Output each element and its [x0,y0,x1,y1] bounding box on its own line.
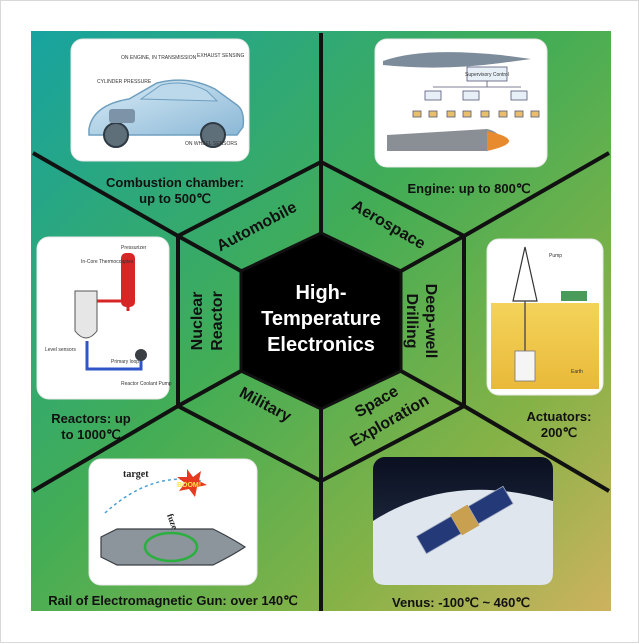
gun-label-boom: BOOM! [177,482,201,489]
reactor-label-primary-loop: Primary loop [111,359,139,365]
jet-engine-icon [387,129,499,151]
spoke-lower-right [400,369,465,408]
caption-railgun: Rail of Electromagnetic Gun: over 140℃ [48,593,297,608]
car-engine-icon [109,109,135,123]
earth-layer [491,303,599,389]
reactor-label-level: Level sensors [45,347,76,353]
caption-automobile-line1: Combustion chamber: [106,175,244,190]
trajectory-icon [104,478,202,514]
aircraft-icon [383,52,531,68]
divider-upper-left [32,151,179,238]
reactor-image: Pressurizer In-Core Thermocouples Primar… [36,236,172,400]
venus-image [373,457,553,585]
reactor-label-pump: Reactor Coolant Pump [121,381,172,387]
truck-icon [561,291,587,301]
caption-aerospace: Engine: up to 800℃ [408,181,531,196]
drilling-image: Pump Earth [486,238,604,396]
caption-actuators-line2: 200℃ [541,425,577,440]
aerospace-image: Supervisory Control [374,38,548,168]
drill-label-pump: Pump [549,253,562,259]
gun-label-target: target [123,469,149,480]
center-hexagon [239,231,403,411]
divider-upper-right [463,151,610,238]
spoke-upper-left [177,234,242,273]
projectile-icon [100,528,247,566]
satellite-icon [415,485,514,555]
car-rear-wheel-icon [200,122,226,148]
segment-label-deep-well-line2: Drilling [403,293,420,348]
spoke-upper-right [400,234,465,273]
caption-reactor-line1: Reactors: up [51,411,131,426]
car-front-wheel-icon [103,122,129,148]
divider-lower-right [462,404,611,493]
spoke-lower-left [177,369,242,408]
downhole-tool-icon [514,350,536,382]
center-title-line2: Temperature [261,308,381,330]
fuze-highlight-icon [143,531,199,563]
venus-surface [373,489,553,585]
divider-lines [31,33,611,611]
engine-flame-icon [487,131,509,151]
primary-loop-pipe [85,341,143,371]
segment-label-nuclear-line2: Reactor [209,291,226,351]
pressurizer-icon [121,253,135,307]
segment-label-deep-well-line1: Deep-well [422,284,439,359]
caption-automobile-line2: up to 500℃ [139,191,211,206]
explosion-icon [177,469,207,497]
segment-label-nuclear-line1: Nuclear [189,292,206,351]
car-windshield-icon [139,82,219,102]
caption-actuators-line1: Actuators: [526,409,591,424]
car-label-exhaust: EXHAUST SENSING [197,53,245,59]
car-label-wheel: ON WHEEL SENSORS [185,141,238,147]
car-label-engine: ON ENGINE, IN TRANSMISSION [121,55,197,61]
divider-lower-left [31,404,180,493]
automobile-image: ON ENGINE, IN TRANSMISSION CYLINDER PRES… [70,38,250,162]
drill-label-earth: Earth [571,369,583,375]
center-title-line1: High- [295,282,346,304]
reactor-label-thermocouples: In-Core Thermocouples [81,259,134,265]
aero-label-controller: Supervisory Control [465,72,509,78]
car-label-cylinder: CYLINDER PRESSURE [97,79,152,85]
coolant-pump-icon [135,349,147,361]
caption-venus: Venus: -100℃ ~ 460℃ [392,595,530,610]
railgun-image: target BOOM! fuze [88,458,258,586]
reactor-label-pressurizer: Pressurizer [121,245,147,251]
caption-reactor-line2: to 1000℃ [61,427,120,442]
center-title-line3: Electronics [267,334,375,356]
reactor-vessel-icon [74,290,98,339]
